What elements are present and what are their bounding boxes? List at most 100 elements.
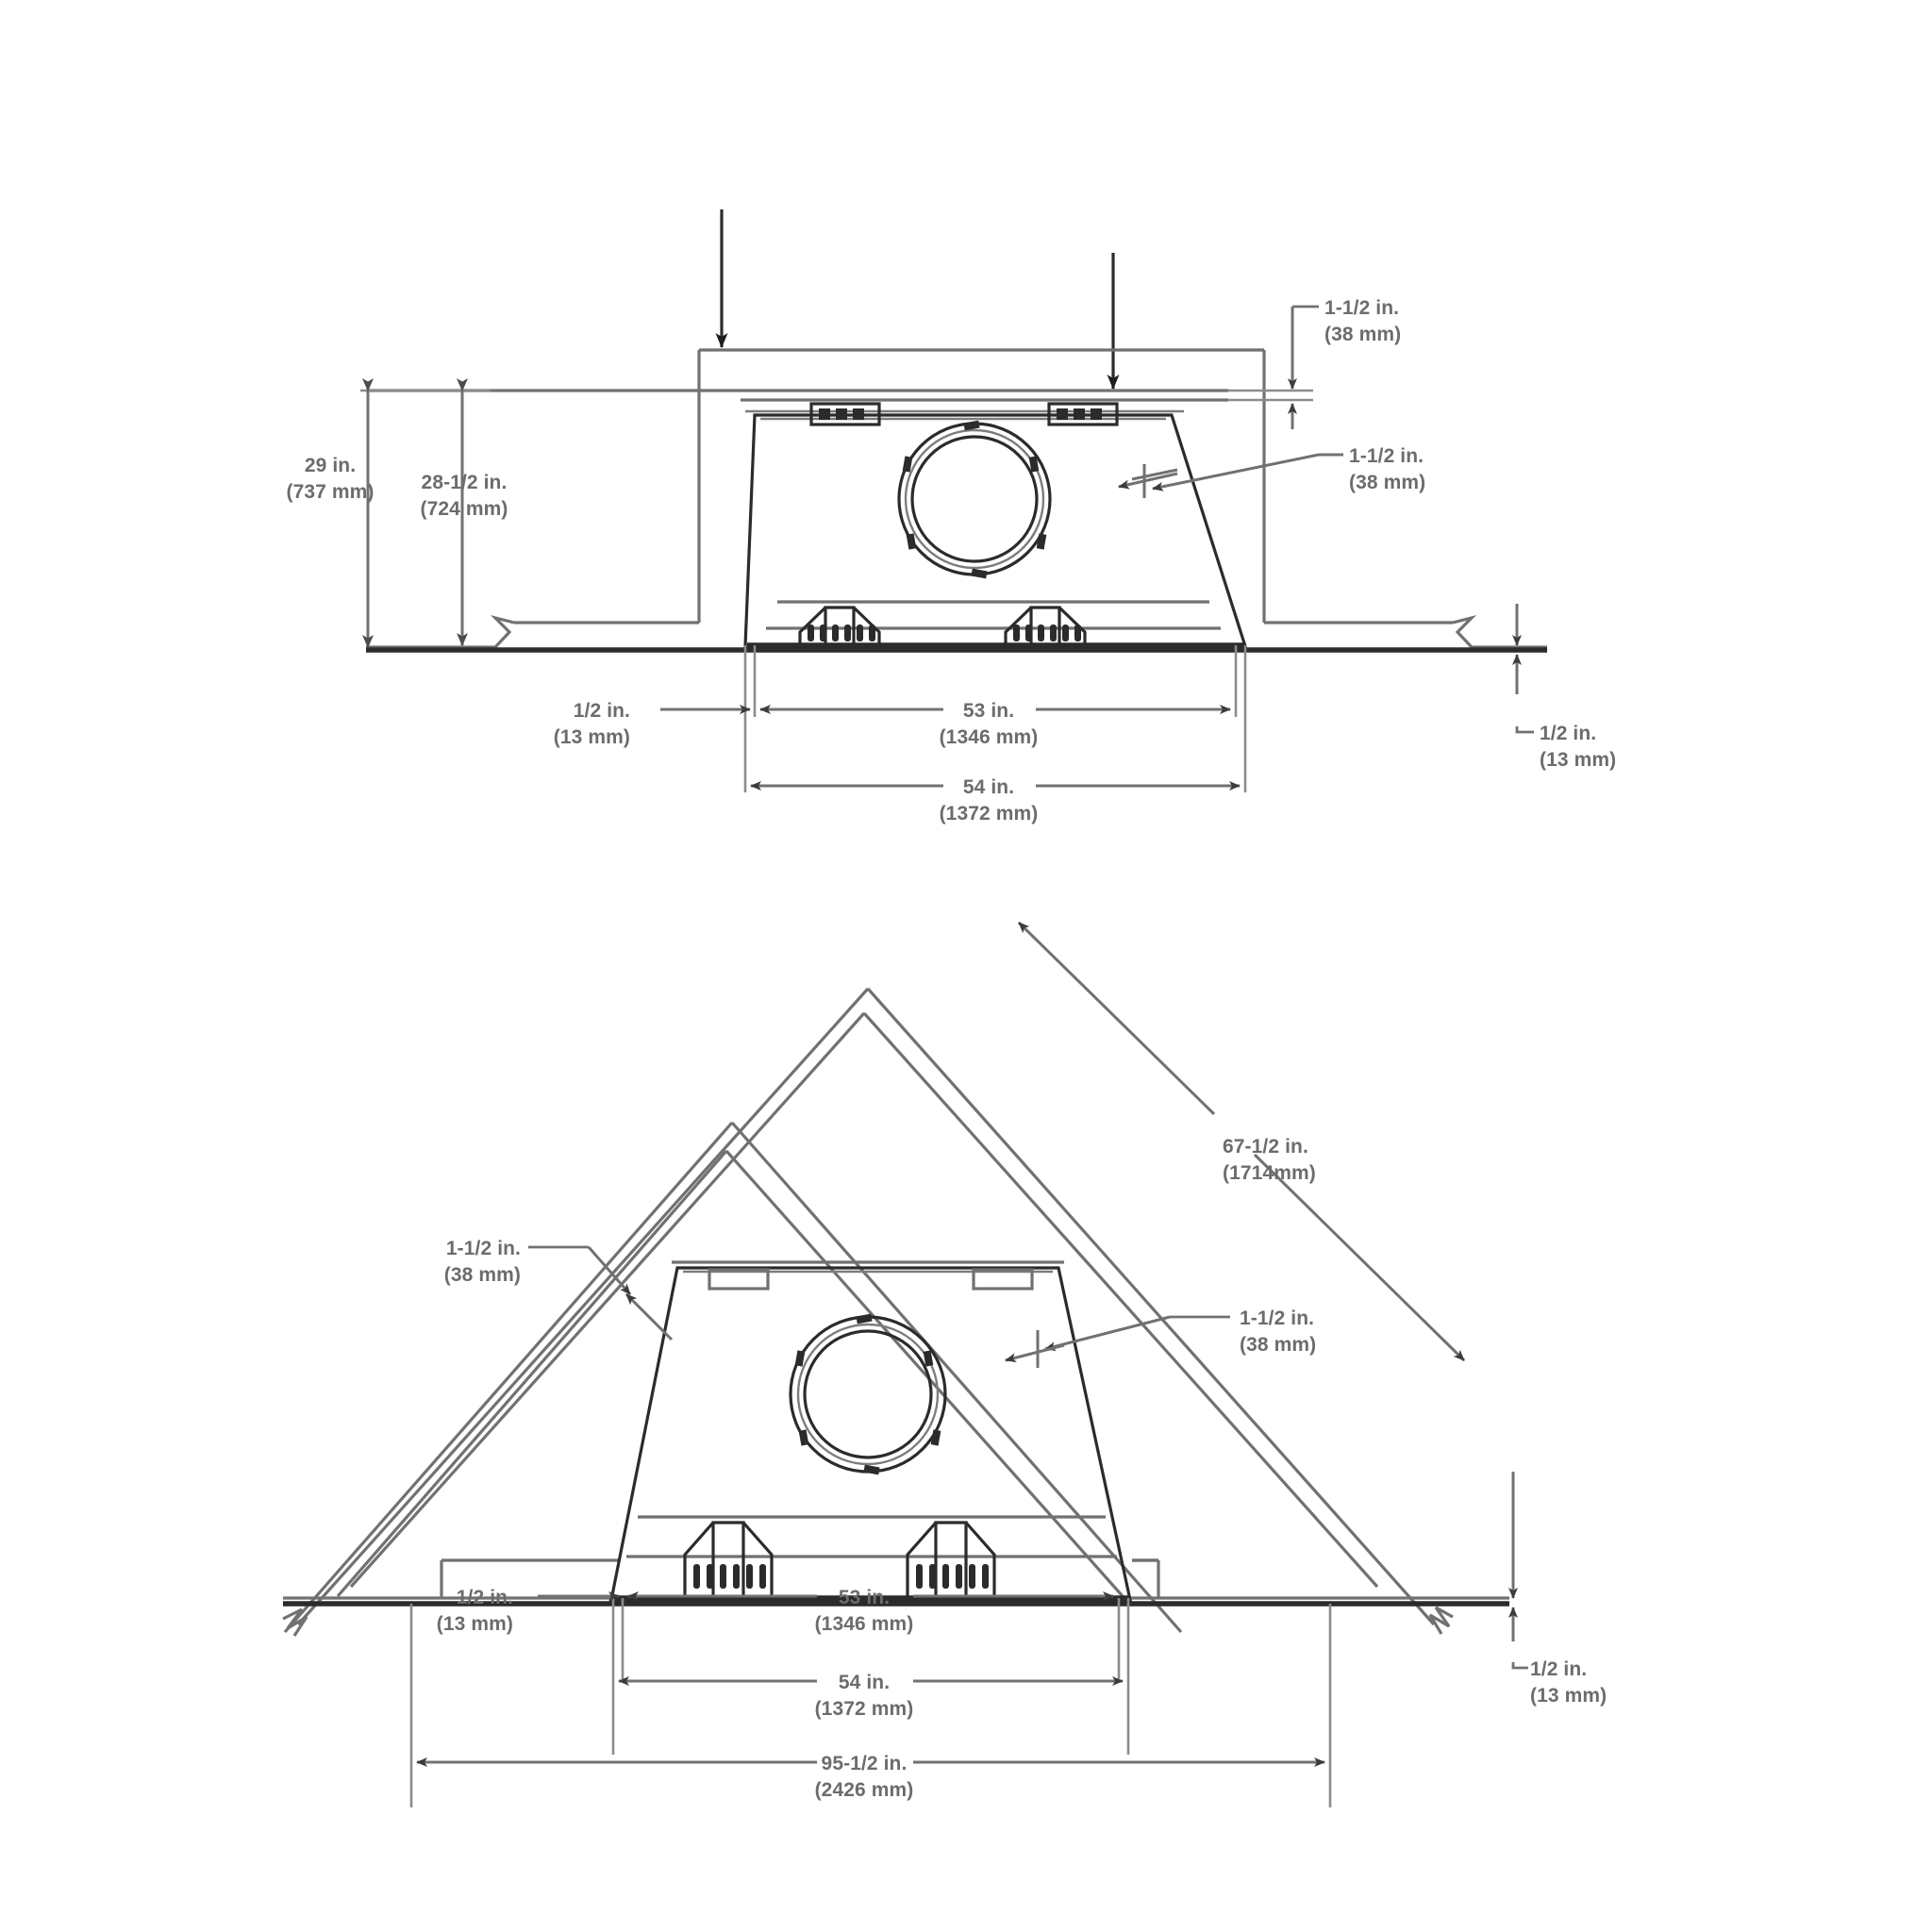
baffle-group-right-vaulted	[906, 1521, 996, 1596]
dim-slope-inches: 67-1/2 in.	[1223, 1136, 1308, 1158]
baffle-right-slots-vaulted	[916, 1564, 989, 1589]
dim-drop-right-1-2: 1/2 in. (13 mm)	[1512, 604, 1616, 771]
ceiling-break-symbol-left	[490, 615, 515, 649]
dim-drop-metric: (13 mm)	[1540, 749, 1616, 771]
dim-half-inches: 1/2 in.	[574, 700, 630, 722]
baffle-right-chimney-vaulted	[934, 1521, 968, 1596]
dim-gap-left-metric: (38 mm)	[444, 1264, 521, 1286]
dim-gap-side-arrow-left	[1118, 472, 1178, 490]
roof-secondary-gable	[283, 1121, 1183, 1634]
roof-secondary-left-rake-a	[283, 1121, 734, 1634]
dim-53-inches-vaulted: 53 in.	[839, 1587, 890, 1608]
dim-gap-left-inches: 1-1/2 in.	[446, 1238, 521, 1259]
duct-collar-mid-ring-vaulted	[796, 1323, 940, 1466]
baffle-right-slope-2-vaulted	[964, 1521, 996, 1596]
roof-outer	[282, 987, 1454, 1637]
dim-gap-side-1-1-2: 1-1/2 in. (38 mm)	[1118, 445, 1425, 498]
baffle-left-chimney-vaulted	[711, 1521, 745, 1596]
dim-drop-inches-vaulted: 1/2 in.	[1530, 1658, 1587, 1680]
dim-gap-top-metric: (38 mm)	[1324, 324, 1401, 345]
dim-gap-left-1-2-vaulted: 1/2 in. (13 mm)	[437, 1587, 620, 1635]
dim-width-53-vaulted: 53 in. (1346 mm)	[627, 1587, 1114, 1635]
substrate-reference-lines	[366, 389, 1228, 413]
baffle-right-slots	[1013, 625, 1081, 641]
dim-width-53: 53 in. (1346 mm)	[759, 700, 1231, 748]
hood-trapezoid-outline-vaulted	[609, 1266, 1132, 1602]
dim-955-inches: 95-1/2 in.	[822, 1753, 908, 1774]
dim-285-metric: (724 mm)	[420, 498, 508, 520]
dim-gap-left-leader	[587, 1246, 632, 1295]
baffle-left-slots	[808, 625, 875, 641]
baffle-group-left	[798, 606, 881, 643]
dim-gap-side-leader	[1152, 453, 1320, 491]
dim-drop-metric-vaulted: (13 mm)	[1530, 1685, 1607, 1707]
roof-secondary-right-rake-a	[730, 1121, 1183, 1634]
baffle-left-slope-1-vaulted	[683, 1521, 715, 1596]
bracket-left	[809, 402, 881, 426]
duct-collar-tabs-vaulted	[794, 1313, 941, 1475]
dim-gap-right-metric: (38 mm)	[1240, 1334, 1316, 1356]
vaulted-ceiling-view: 67-1/2 in. (1714mm) 1-1/2 in. (38 mm) 1-…	[282, 921, 1607, 1807]
top-callout-arrows	[715, 209, 1120, 390]
baffle-right-slope-1-vaulted	[906, 1521, 938, 1596]
dim-width-54: 54 in. (1372 mm)	[750, 776, 1241, 824]
roof-outer-left-rake	[296, 987, 870, 1626]
baffle-left-slope-2-vaulted	[741, 1521, 774, 1596]
roof-break-symbol-right	[1428, 1606, 1454, 1635]
hood-baffle-band	[747, 600, 1243, 648]
dim-drop-right-1-2-vaulted: 1/2 in. (13 mm)	[1508, 1472, 1607, 1707]
bottom-extension-lines-vaulted	[409, 1598, 1332, 1807]
duct-collar-vaulted	[789, 1313, 947, 1475]
bracket-right-vaulted	[972, 1268, 1034, 1291]
dim-gap-right-arrow-inner	[1005, 1343, 1065, 1363]
ceiling-break-symbol-right	[1452, 615, 1477, 649]
hood-baffle-band-vaulted	[613, 1515, 1128, 1601]
dim-gap-top-inches: 1-1/2 in.	[1324, 297, 1399, 319]
dim-54-inches: 54 in.	[963, 776, 1014, 798]
hood-mounting-brackets	[809, 402, 1119, 426]
dim-half-metric: (13 mm)	[554, 726, 630, 748]
dim-29-metric: (737 mm)	[286, 481, 374, 503]
baffle-group-right	[1004, 606, 1087, 643]
dim-gap-side-metric: (38 mm)	[1349, 472, 1425, 493]
duct-collar-inner-ring	[910, 435, 1039, 563]
dim-gap-side-inches: 1-1/2 in.	[1349, 445, 1424, 467]
baffle-group-left-vaulted	[683, 1521, 774, 1596]
dim-half-inches-vaulted: 1/2 in.	[457, 1587, 513, 1608]
baffle-right-slope-2	[1058, 606, 1087, 643]
dim-slope-arrow-upper	[1017, 921, 1216, 1116]
dim-gap-left-1-2: 1/2 in. (13 mm)	[554, 700, 751, 748]
roof-inner	[349, 1011, 1379, 1589]
dim-slope-67-1-2: 67-1/2 in. (1714mm)	[1017, 921, 1466, 1362]
roof-outer-right-rake	[866, 987, 1436, 1626]
ceiling-plane	[366, 615, 1547, 653]
baffle-right-slope-1	[1004, 606, 1033, 643]
dim-drop-inches: 1/2 in.	[1540, 723, 1596, 744]
dim-29-inches: 29 in.	[305, 455, 356, 476]
dim-gap-left-arrow-inner	[625, 1292, 674, 1341]
duct-collar	[897, 420, 1052, 579]
dim-slope-arrow-lower	[1253, 1153, 1466, 1362]
duct-collar-inner-ring-vaulted	[803, 1329, 933, 1459]
roof-secondary-left-rake-b	[336, 1149, 728, 1598]
baffle-left-slots-vaulted	[693, 1564, 766, 1589]
dim-54-inches-vaulted: 54 in.	[839, 1672, 890, 1693]
duct-collar-tabs	[902, 420, 1047, 579]
dim-height-29: 29 in. (737 mm)	[286, 378, 491, 648]
dim-955-metric: (2426 mm)	[815, 1779, 914, 1801]
dim-gap-right-leader	[1044, 1315, 1171, 1352]
bracket-right	[1047, 402, 1119, 426]
roof-inner-left-rake	[349, 1011, 866, 1589]
dim-drop-leader-vaulted	[1511, 1662, 1528, 1670]
dim-height-28-1-2: 28-1/2 in. (724 mm)	[420, 378, 508, 646]
dim-gap-top-1-1-2: 1-1/2 in. (38 mm)	[1228, 297, 1401, 429]
dim-slope-metric: (1714mm)	[1223, 1162, 1316, 1184]
dim-gap-left-1-1-2-vaulted: 1-1/2 in. (38 mm)	[444, 1238, 674, 1341]
duct-collar-mid-ring	[904, 428, 1045, 570]
hood-body-vaulted	[609, 1260, 1132, 1602]
dim-gap-right-1-1-2-vaulted: 1-1/2 in. (38 mm)	[1005, 1307, 1316, 1368]
framing-outline	[514, 348, 1453, 625]
dim-gap-right-inches: 1-1/2 in.	[1240, 1307, 1314, 1329]
